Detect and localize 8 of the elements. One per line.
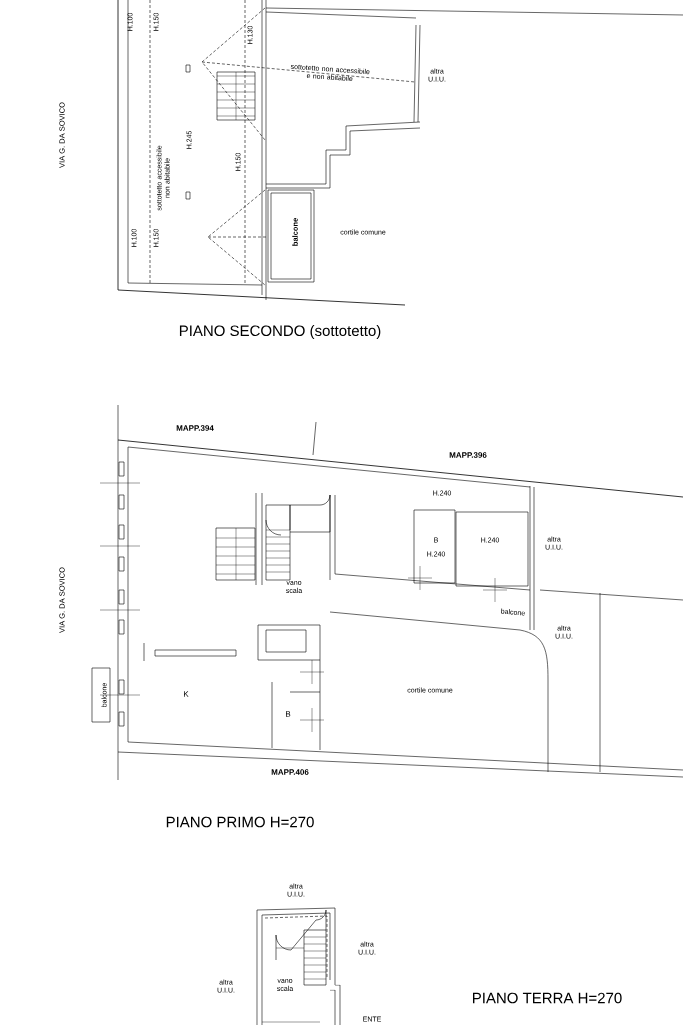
plan-title: PIANO TERRA H=270: [473, 992, 622, 1004]
plan-title: PIANO SECONDO (sottotetto): [179, 325, 381, 339]
parcel-label: MAPP.396: [449, 452, 487, 458]
room-label: K: [184, 691, 189, 697]
parcel-label: MAPP.406: [271, 769, 309, 775]
room-label: B: [286, 711, 291, 717]
parcel-label: MAPP.394: [176, 425, 214, 431]
plan-title: PIANO PRIMO H=270: [166, 816, 314, 828]
